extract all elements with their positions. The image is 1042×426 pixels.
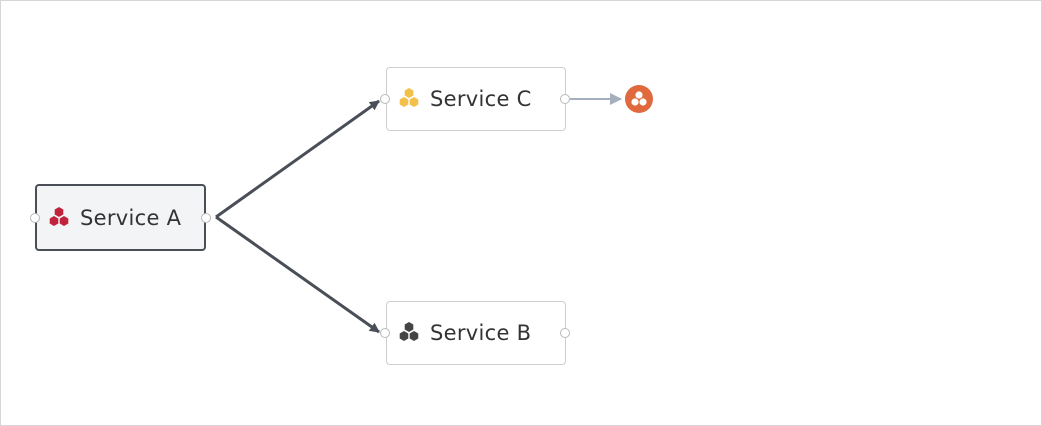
service-a-input-port[interactable] [30, 213, 40, 223]
service-a-label: Service A [80, 205, 182, 230]
hexagon-cluster-icon [397, 321, 421, 345]
service-b-node[interactable]: Service B [386, 301, 566, 365]
edge-service-a-to-service-b[interactable] [215, 215, 380, 334]
circles-cluster-icon [631, 91, 647, 106]
service-c-label: Service C [430, 87, 532, 111]
hexagon-cluster-icon [397, 87, 421, 111]
edge-service-a-to-service-c[interactable] [215, 99, 380, 219]
service-c-input-port[interactable] [380, 94, 390, 104]
service-b-output-port[interactable] [560, 328, 570, 338]
service-b-input-port[interactable] [380, 328, 390, 338]
service-a-node[interactable]: Service A [35, 184, 206, 251]
service-c-output-port[interactable] [560, 94, 570, 104]
service-c-node[interactable]: Service C [386, 67, 566, 131]
service-b-label: Service B [430, 321, 532, 345]
terminal-node[interactable] [625, 85, 653, 113]
hexagon-cluster-icon [47, 206, 71, 230]
service-a-output-port[interactable] [201, 213, 211, 223]
